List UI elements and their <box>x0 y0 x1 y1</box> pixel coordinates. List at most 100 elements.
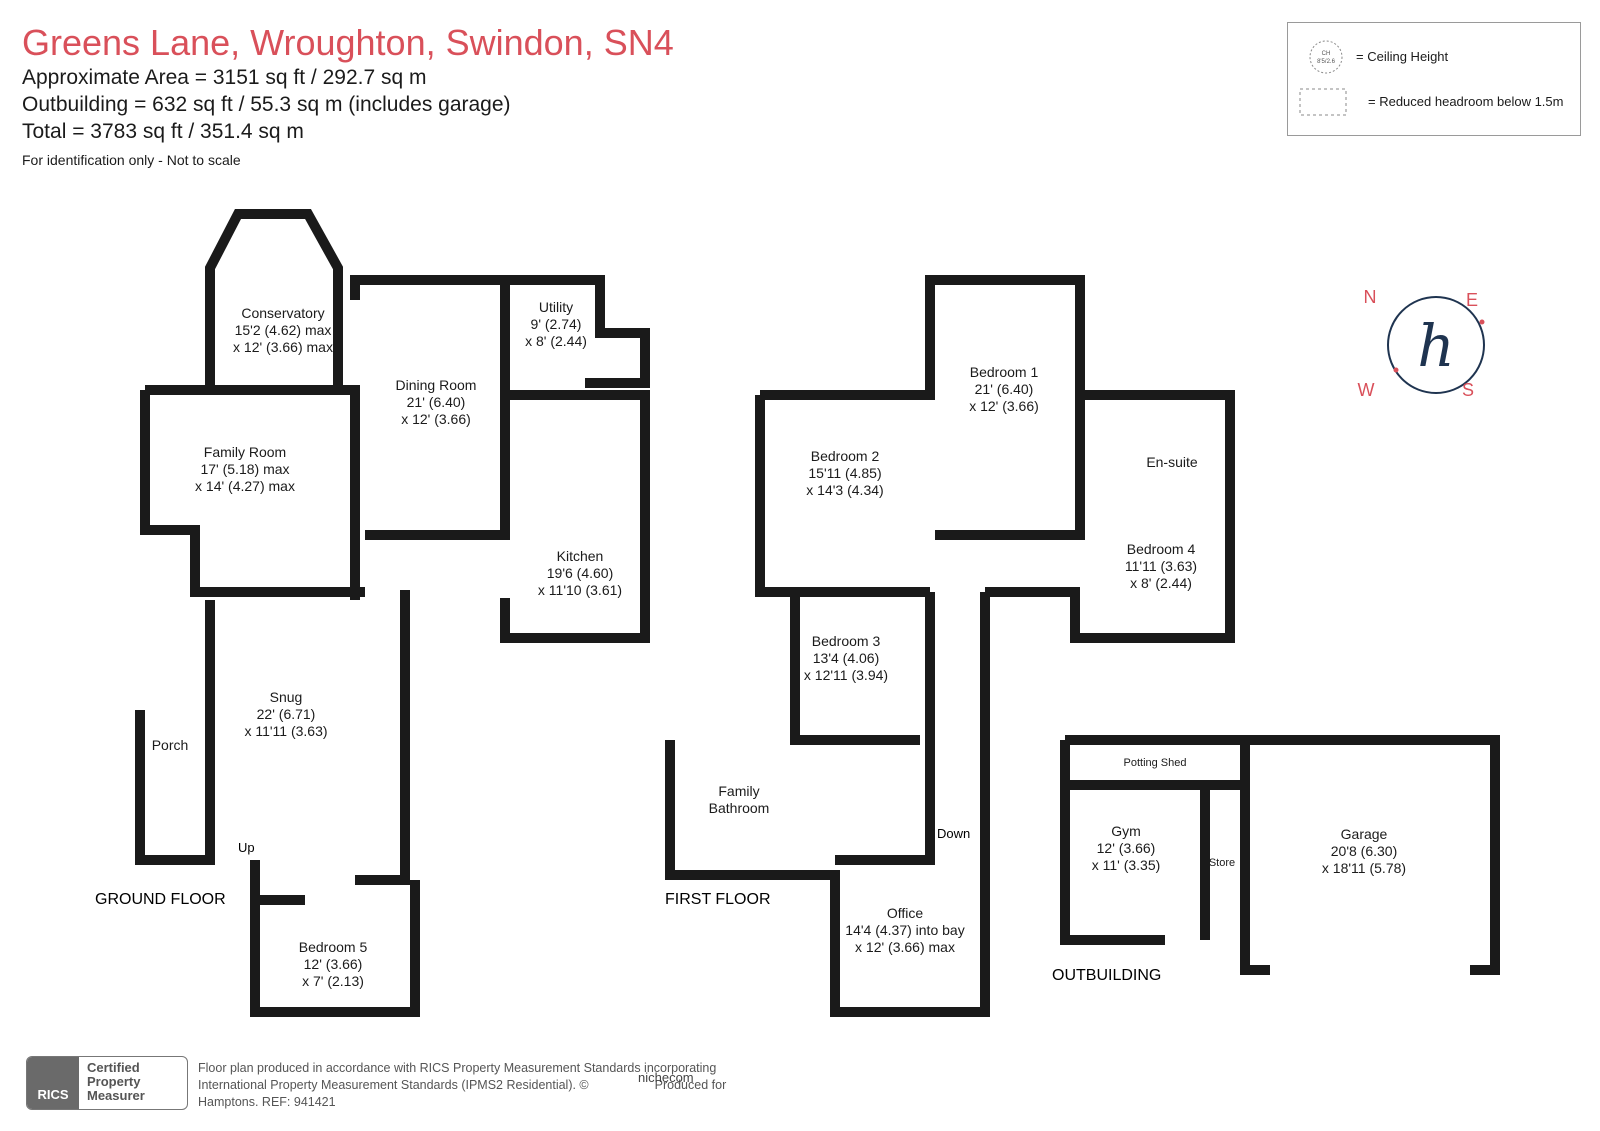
room-label-line: Bedroom 1 <box>970 364 1039 380</box>
room-label-line: 12' (3.66) <box>1097 840 1156 856</box>
stairs-down-label: Down <box>937 826 970 841</box>
room-label-line: Dining Room <box>396 377 477 393</box>
room-label-line: 21' (6.40) <box>975 381 1034 397</box>
gym-wall <box>1060 740 1165 945</box>
room-label-line: x 12'11 (3.94) <box>804 667 888 683</box>
room-label-line: x 18'11 (5.78) <box>1322 860 1406 876</box>
outbuilding-label: OUTBUILDING <box>1052 967 1161 984</box>
conservatory-wall <box>205 209 343 390</box>
bedroom2-wall <box>755 395 930 597</box>
approximate-area: Approximate Area = 3151 sq ft / 292.7 sq… <box>22 66 427 89</box>
room-label-line: x 11' (3.35) <box>1092 857 1161 873</box>
room-label-line: Kitchen <box>557 548 604 564</box>
room-label-line: Utility <box>539 299 573 315</box>
room-label-line: x 12' (3.66) max <box>855 939 955 955</box>
ch-symbol-bottom: 8'5/2.6 <box>1317 59 1335 65</box>
room-label-line: x 12' (3.66) <box>969 398 1039 414</box>
room-label-line: 19'6 (4.60) <box>547 565 614 581</box>
bedroom3-wall <box>790 592 920 745</box>
room-label-line: Conservatory <box>241 305 324 321</box>
walls <box>135 209 1500 1017</box>
landing-wall <box>835 592 935 865</box>
nichecom-logo: nichecom <box>638 1070 694 1085</box>
compass-rose: h N E W S <box>1358 287 1485 400</box>
utility-wall <box>505 275 650 388</box>
room-label-line: x 14'3 (4.34) <box>806 482 883 498</box>
room-label-line: x 11'10 (3.61) <box>538 582 622 598</box>
room-label-line: 9' (2.74) <box>531 316 582 332</box>
label-ensuite: En-suite <box>1146 454 1198 470</box>
ground-floor-label: GROUND FLOOR <box>95 891 226 908</box>
snug-porch-wall <box>135 600 215 865</box>
logo-mark: h <box>1417 312 1454 380</box>
room-label-line: x 8' (2.44) <box>525 333 587 349</box>
legend-box: CH 8'5/2.6 = Ceiling Height = Reduced he… <box>1287 22 1581 136</box>
hall-wall <box>355 590 410 885</box>
legend-symbols: CH 8'5/2.6 <box>1299 40 1347 116</box>
family-dining-wall <box>145 385 360 600</box>
room-label-line: Bedroom 4 <box>1127 541 1196 557</box>
room-label-line: x 12' (3.66) max <box>233 339 333 355</box>
room-label-line: 15'11 (4.85) <box>808 465 881 481</box>
rics-logo: RICS <box>27 1057 79 1109</box>
label-potting-shed: Potting Shed <box>1124 757 1187 769</box>
room-label-line: Bedroom 5 <box>299 939 368 955</box>
label-wc: WC <box>273 892 296 908</box>
page-title: Greens Lane, Wroughton, Swindon, SN4 <box>22 22 674 63</box>
legend-reduced-headroom: = Reduced headroom below 1.5m <box>1368 94 1564 109</box>
room-label-line: Bedroom 3 <box>812 633 881 649</box>
stairs-up-label: Up <box>238 840 255 855</box>
bathroom-office-wall <box>665 740 990 1017</box>
room-label-line: WC <box>273 892 296 908</box>
room-label-line: Office <box>887 905 924 921</box>
kitchen-wall <box>500 390 650 643</box>
room-label-line: 12' (3.66) <box>304 956 363 972</box>
compass-e: E <box>1466 290 1478 310</box>
rics-certified-badge: RICS Certified Property Measurer <box>26 1056 188 1110</box>
room-label-line: Potting Shed <box>1124 757 1187 769</box>
room-label-line: x 7' (2.13) <box>302 973 364 989</box>
label-porch: Porch <box>152 737 189 753</box>
logo-ring <box>1387 296 1485 394</box>
family-room-wall <box>140 390 365 597</box>
outbuilding-area: Outbuilding = 632 sq ft / 55.3 sq m (inc… <box>22 93 511 116</box>
room-label-line: 22' (6.71) <box>257 706 316 722</box>
room-label-line: Bedroom 2 <box>811 448 880 464</box>
room-label-line: Porch <box>152 737 189 753</box>
certified-text: Certified Property Measurer <box>87 1060 145 1103</box>
room-label-line: Family Room <box>204 444 286 460</box>
ceiling-height-icon <box>1309 40 1343 74</box>
bedroom5-wall <box>250 860 420 1017</box>
room-label-line: x 14' (4.27) max <box>195 478 295 494</box>
room-label-line: En-suite <box>1146 454 1198 470</box>
bedroom1-wall <box>760 275 1085 540</box>
first-floor-label: FIRST FLOOR <box>665 891 771 908</box>
disclaimer-note: For identification only - Not to scale <box>22 152 241 168</box>
room-label-line: Store <box>1209 857 1235 869</box>
room-label-line: x 8' (2.44) <box>1130 575 1192 591</box>
room-label-line: Bathroom <box>709 800 770 816</box>
room-label-line: x 11'11 (3.63) <box>244 723 327 739</box>
compass-s: S <box>1462 380 1474 400</box>
room-label-line: 13'4 (4.06) <box>813 650 880 666</box>
total-area: Total = 3783 sq ft / 351.4 sq m <box>22 120 304 143</box>
legend-ceiling-height: = Ceiling Height <box>1356 49 1449 64</box>
footer-disclaimer: Floor plan produced in accordance with R… <box>198 1061 727 1109</box>
compass-w: W <box>1358 380 1375 400</box>
room-label-line: 20'8 (6.30) <box>1331 843 1398 859</box>
room-label-line: 21' (6.40) <box>407 394 466 410</box>
